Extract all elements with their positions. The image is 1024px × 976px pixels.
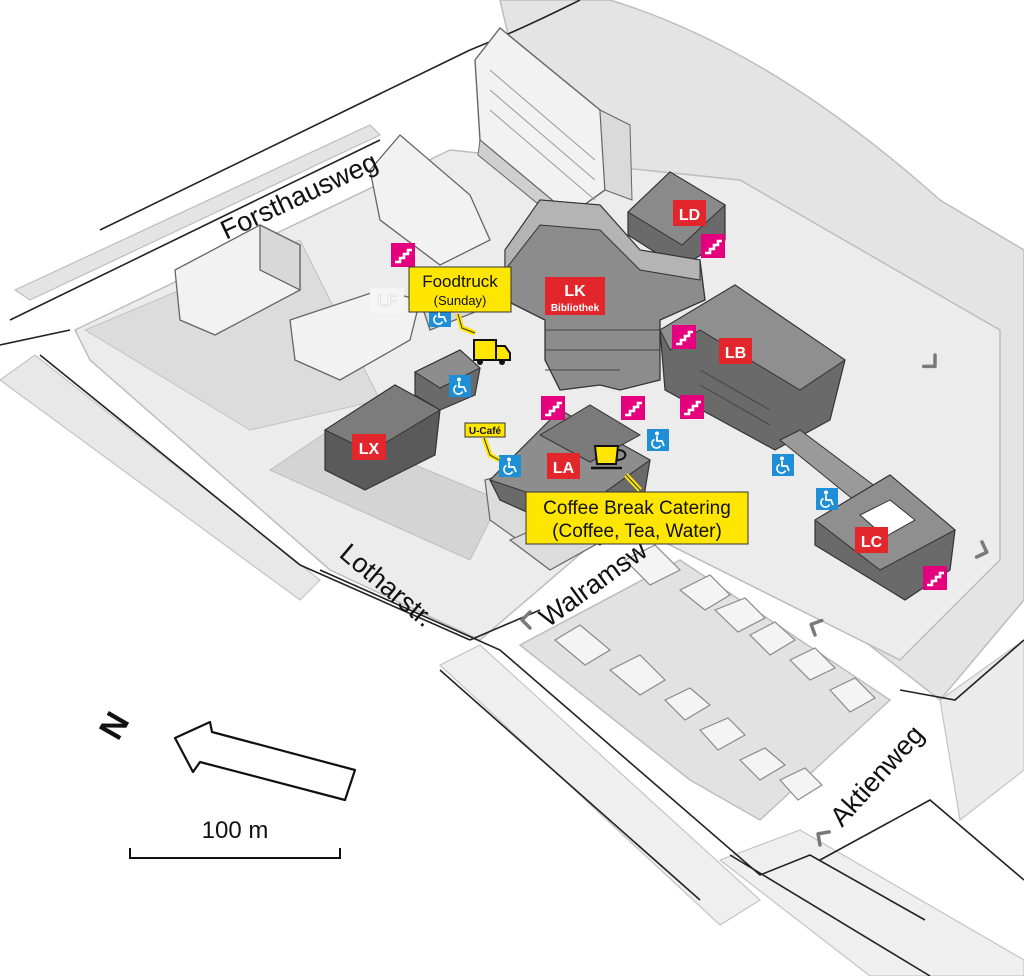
stairs-icon <box>670 323 698 351</box>
stairs-icon <box>539 394 567 422</box>
label-lc: LC <box>855 527 888 553</box>
label-lb-text: LB <box>725 345 746 362</box>
building-lb[interactable] <box>659 284 846 451</box>
label-ld: LD <box>673 200 706 226</box>
label-lx-text: LX <box>359 441 380 458</box>
label-lc-text: LC <box>861 534 883 551</box>
coffee-cup-icon <box>591 445 627 470</box>
label-lk: LK Bibliothek <box>545 277 605 315</box>
label-lk-text: LK <box>564 283 586 300</box>
north-letter: N <box>92 706 137 746</box>
label-lf-text: LF <box>377 293 397 310</box>
wheelchair-icon <box>498 454 522 478</box>
wheelchair-icon <box>448 374 472 398</box>
ucafe-callout[interactable]: U-Café <box>464 422 506 463</box>
ucafe-label: U-Café <box>469 426 502 437</box>
stairs-icon <box>699 232 727 260</box>
scale-bar: 100 m <box>129 817 341 859</box>
catering-callout[interactable]: Coffee Break Catering (Coffee, Tea, Wate… <box>525 473 749 545</box>
catering-title: Coffee Break Catering <box>543 498 731 519</box>
label-lb: LB <box>719 338 752 364</box>
parking-field <box>553 544 876 801</box>
foodtruck-callout[interactable]: Foodtruck (Sunday) <box>408 266 512 336</box>
north-arrow: N <box>92 706 357 802</box>
stairs-icon <box>619 394 647 422</box>
arrow-icon <box>805 615 824 637</box>
label-lf: LF <box>370 288 404 313</box>
stairs-icon <box>389 241 417 269</box>
wheelchair-icon <box>646 428 670 452</box>
catering-subtitle: (Coffee, Tea, Water) <box>552 521 722 542</box>
arrow-icon <box>520 610 532 630</box>
label-ld-text: LD <box>679 207 700 224</box>
label-la: LA <box>547 453 580 479</box>
stairs-icon <box>921 564 949 592</box>
wheelchair-icon <box>815 487 839 511</box>
label-lx: LX <box>352 434 386 460</box>
truck-icon <box>473 339 511 365</box>
foodtruck-title: Foodtruck <box>422 272 498 291</box>
scale-label: 100 m <box>202 817 269 844</box>
wheelchair-icon <box>771 453 795 477</box>
label-lk-subtitle: Bibliothek <box>551 303 600 314</box>
label-la-text: LA <box>553 460 575 477</box>
foodtruck-subtitle: (Sunday) <box>434 293 487 308</box>
stairs-icon <box>678 393 706 421</box>
